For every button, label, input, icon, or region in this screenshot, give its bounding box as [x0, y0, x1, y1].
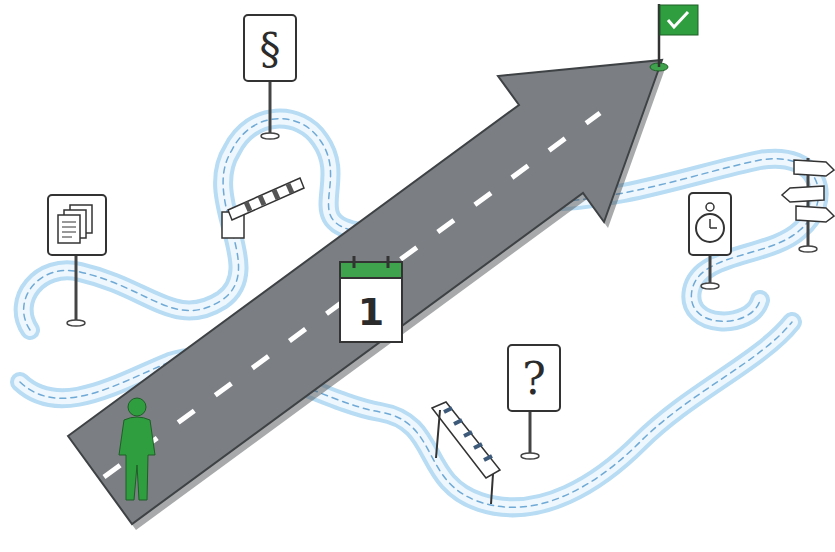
goal-flag — [650, 4, 698, 71]
barrier-gate — [222, 178, 304, 238]
document-icon — [58, 215, 80, 243]
road-arrow — [68, 60, 666, 530]
question-sign — [508, 345, 560, 459]
calendar-page — [340, 262, 402, 342]
winding-path — [20, 322, 792, 507]
calendar-header — [340, 262, 402, 278]
direction-arrow — [796, 206, 834, 222]
road-surface — [68, 60, 662, 524]
sign-post — [269, 80, 272, 135]
sign-post — [529, 410, 532, 455]
fence-barrier — [432, 402, 500, 504]
post-base — [701, 283, 719, 289]
sign-board — [689, 193, 731, 255]
sign-board — [508, 345, 560, 411]
sign-symbol: ? — [522, 357, 546, 401]
direction-signpost — [782, 158, 834, 252]
stopwatch-sign — [689, 193, 731, 289]
calendar-icon — [340, 256, 402, 342]
direction-arrow — [794, 160, 834, 176]
stopwatch-hands — [710, 219, 717, 228]
post-base — [521, 453, 539, 459]
stopwatch-ring — [706, 203, 714, 211]
sign-post — [709, 255, 712, 285]
document-lines — [62, 222, 76, 237]
sign-board — [48, 195, 106, 255]
sign-post — [75, 255, 78, 322]
sign-symbol: 1 — [358, 293, 384, 331]
check-mark — [668, 12, 688, 27]
barrier-arm — [228, 178, 304, 220]
person-figure — [119, 398, 155, 500]
fence-stripes — [444, 408, 492, 460]
winding-path-dashes — [20, 322, 792, 507]
barrier-stripes — [246, 184, 292, 211]
fence-board — [432, 402, 500, 478]
post-base — [799, 246, 817, 252]
paragraph-sign — [244, 15, 296, 139]
sign-board — [244, 15, 296, 81]
person-head — [128, 398, 146, 416]
road-center-dashes — [104, 113, 600, 477]
stopwatch-face — [696, 214, 724, 242]
person-body — [119, 417, 155, 500]
post-base — [261, 133, 279, 139]
direction-arrow — [782, 186, 824, 202]
calendar-rings — [354, 256, 388, 268]
flag-cloth — [660, 5, 698, 35]
fence-legs — [436, 410, 493, 504]
winding-path — [20, 322, 792, 507]
sign-symbol: § — [260, 28, 281, 70]
documents-sign — [48, 195, 106, 326]
post-base — [67, 320, 85, 326]
